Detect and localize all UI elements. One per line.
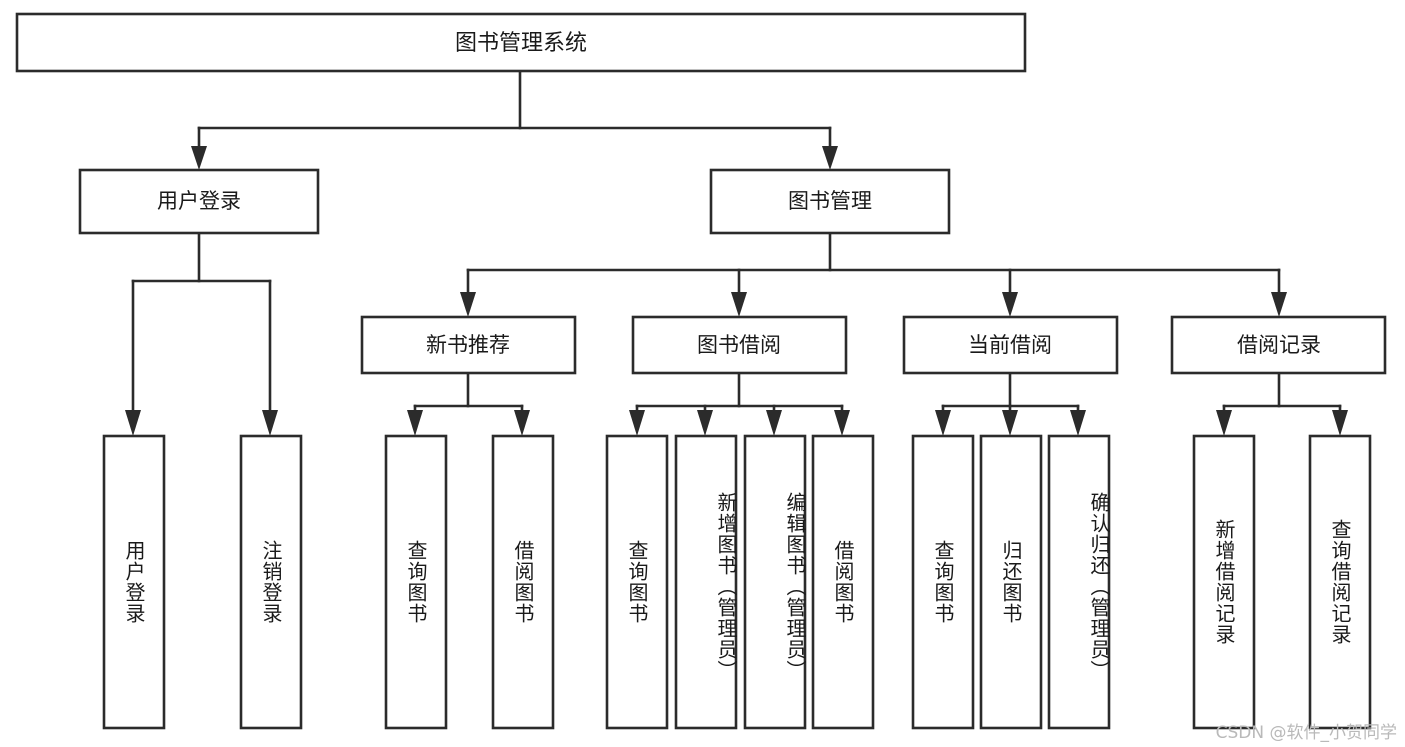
leaf-box-borrow-book-2[interactable] — [811, 434, 875, 730]
leaf-box-query-borrow-record[interactable] — [1308, 434, 1372, 730]
arrowhead-borrow-leaf1 — [629, 410, 645, 436]
arrowhead-newbook-leaf1 — [407, 410, 423, 436]
leaf-box-user-login[interactable] — [102, 434, 166, 730]
leaf-box-confirm-return-admin[interactable] — [1047, 434, 1111, 730]
arrowhead-current-leaf3 — [1070, 410, 1086, 436]
node-label-book-management: 图书管理 — [788, 189, 872, 213]
node-box-borrow-record[interactable] — [1170, 315, 1387, 375]
leaf-box-borrow-book-1[interactable] — [491, 434, 555, 730]
node-label-root: 图书管理系统 — [455, 31, 587, 56]
leaf-box-logout[interactable] — [239, 434, 303, 730]
connector-group-record — [1216, 371, 1348, 436]
node-label-book-borrow: 图书借阅 — [697, 333, 781, 357]
node-label-user-login: 用户登录 — [157, 189, 241, 213]
node-box-book-management[interactable] — [709, 168, 951, 235]
node-label-current-borrow: 当前借阅 — [968, 333, 1052, 357]
connector-group-userlogin — [125, 231, 278, 436]
arrowhead-borrow — [731, 292, 747, 317]
arrowhead-leaf-logout — [262, 410, 278, 436]
arrowhead-newbook-leaf2 — [514, 410, 530, 436]
leaf-box-return-book[interactable] — [979, 434, 1043, 730]
arrowhead-record-leaf2 — [1332, 410, 1348, 436]
node-box-new-book-recommend[interactable] — [360, 315, 577, 375]
connector-group-newbook — [407, 371, 530, 436]
connector-group-bookmgmt — [460, 231, 1287, 317]
arrowhead-borrow-leaf3 — [766, 410, 782, 436]
arrowhead-userlogin — [191, 146, 207, 170]
connector-group-borrow — [629, 371, 850, 436]
node-box-user-login[interactable] — [78, 168, 320, 235]
leaf-box-query-book-2[interactable] — [605, 434, 669, 730]
node-label-new-book-recommend: 新书推荐 — [426, 333, 510, 357]
arrowhead-borrow-leaf4 — [834, 410, 850, 436]
arrowhead-record-leaf1 — [1216, 410, 1232, 436]
connector-group-root — [191, 69, 838, 170]
node-box-book-borrow[interactable] — [631, 315, 848, 375]
arrowhead-current-leaf1 — [935, 410, 951, 436]
leaf-box-add-book-admin[interactable] — [674, 434, 738, 730]
arrowhead-bookmgmt — [822, 146, 838, 170]
node-label-borrow-record: 借阅记录 — [1237, 333, 1321, 357]
leaf-box-add-borrow-record[interactable] — [1192, 434, 1256, 730]
arrowhead-record — [1271, 292, 1287, 317]
leaf-box-query-book-3[interactable] — [911, 434, 975, 730]
leaf-box-edit-book-admin[interactable] — [743, 434, 807, 730]
node-box-current-borrow[interactable] — [902, 315, 1119, 375]
connector-group-current — [935, 371, 1086, 436]
arrowhead-newbook — [460, 292, 476, 317]
arrowhead-borrow-leaf2 — [697, 410, 713, 436]
arrowhead-current-leaf2 — [1002, 410, 1018, 436]
arrowhead-current — [1002, 292, 1018, 317]
node-box-root[interactable] — [15, 12, 1027, 73]
leaf-box-query-book-1[interactable] — [384, 434, 448, 730]
arrowhead-leaf-user-login — [125, 410, 141, 436]
watermark-text: CSDN @软件_小贺同学 — [1215, 723, 1397, 743]
